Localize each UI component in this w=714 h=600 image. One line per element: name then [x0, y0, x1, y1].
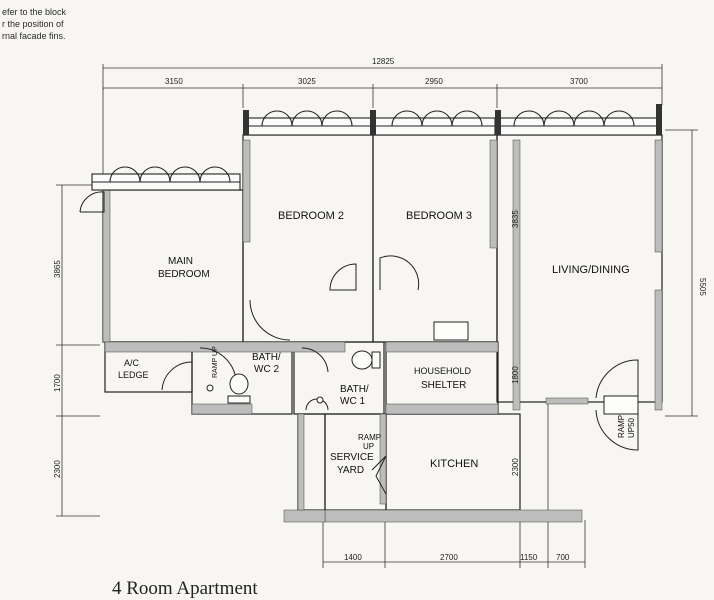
room-label-ac-line2: LEDGE — [118, 370, 149, 380]
room-label-kitchen: KITCHEN — [430, 458, 478, 470]
dimension-labels: 12825 3150 3025 2950 3700 3865 1700 2300… — [53, 57, 707, 562]
dimension-lines — [56, 64, 698, 568]
ramp-label-bath: RAMP UP — [212, 346, 219, 378]
dim-bottom-1: 1400 — [344, 553, 362, 562]
dim-bottom-3: 1150 — [520, 553, 538, 562]
facade-note: efer to the block r the position of rnal… — [2, 6, 66, 42]
dim-left-3: 2300 — [53, 460, 62, 478]
facade-note-line: r the position of — [2, 19, 64, 29]
ramp-label-entrance-line1: RAMP — [617, 415, 626, 438]
fixtures — [206, 321, 639, 415]
thick-walls — [102, 139, 663, 523]
room-label-shelter-line1: HOUSEHOLD — [414, 366, 472, 376]
room-label-bath1-line2: WC 1 — [340, 396, 365, 407]
facade-note-line: rnal facade fins. — [2, 31, 66, 41]
room-label-main-line2: BEDROOM — [158, 269, 210, 280]
dim-left-1: 3865 — [53, 260, 62, 278]
dim-top-1: 3150 — [165, 77, 183, 86]
plan-caption: 4 Room Apartment — [112, 578, 258, 599]
dim-top-3: 2950 — [425, 77, 443, 86]
ramp-label-service-line1: RAMP — [358, 433, 381, 442]
room-label-bath1-line1: BATH/ — [340, 384, 369, 395]
ramp-label-entrance-line2: UP50 — [627, 417, 636, 438]
dim-inner-1: 3835 — [511, 210, 520, 228]
room-label-bedroom2: BEDROOM 2 — [278, 210, 344, 222]
dim-right-1: 5505 — [698, 278, 707, 296]
dim-top-4: 3700 — [570, 77, 588, 86]
room-label-bedroom3: BEDROOM 3 — [406, 210, 472, 222]
room-label-bath2-line2: WC 2 — [254, 364, 279, 375]
dim-left-2: 1700 — [53, 374, 62, 392]
room-label-service-line1: SERVICE — [330, 452, 374, 463]
facade-note-line: efer to the block — [2, 7, 67, 17]
window-end-posts — [243, 104, 662, 135]
room-label-service-line2: YARD — [337, 465, 364, 476]
room-label-main-line1: MAIN — [168, 256, 193, 267]
room-labels: BEDROOM 2 BEDROOM 3 LIVING/DINING MAIN B… — [118, 210, 630, 476]
door-swings — [79, 191, 639, 495]
dim-inner-2: 1800 — [511, 366, 520, 384]
ramp-label-service-line2: UP — [363, 442, 374, 451]
room-label-living-dining: LIVING/DINING — [552, 264, 630, 276]
dim-overall: 12825 — [372, 57, 395, 66]
dim-bottom-2: 2700 — [440, 553, 458, 562]
dim-top-2: 3025 — [298, 77, 316, 86]
dim-inner-3: 2300 — [511, 458, 520, 476]
room-label-ac-line1: A/C — [124, 358, 140, 368]
room-label-bath2-line1: BATH/ — [252, 352, 281, 363]
room-label-shelter-line2: SHELTER — [421, 380, 466, 391]
ramp-labels: RAMP UP RAMP UP RAMP UP50 — [212, 346, 636, 451]
dim-bottom-4: 700 — [556, 553, 570, 562]
